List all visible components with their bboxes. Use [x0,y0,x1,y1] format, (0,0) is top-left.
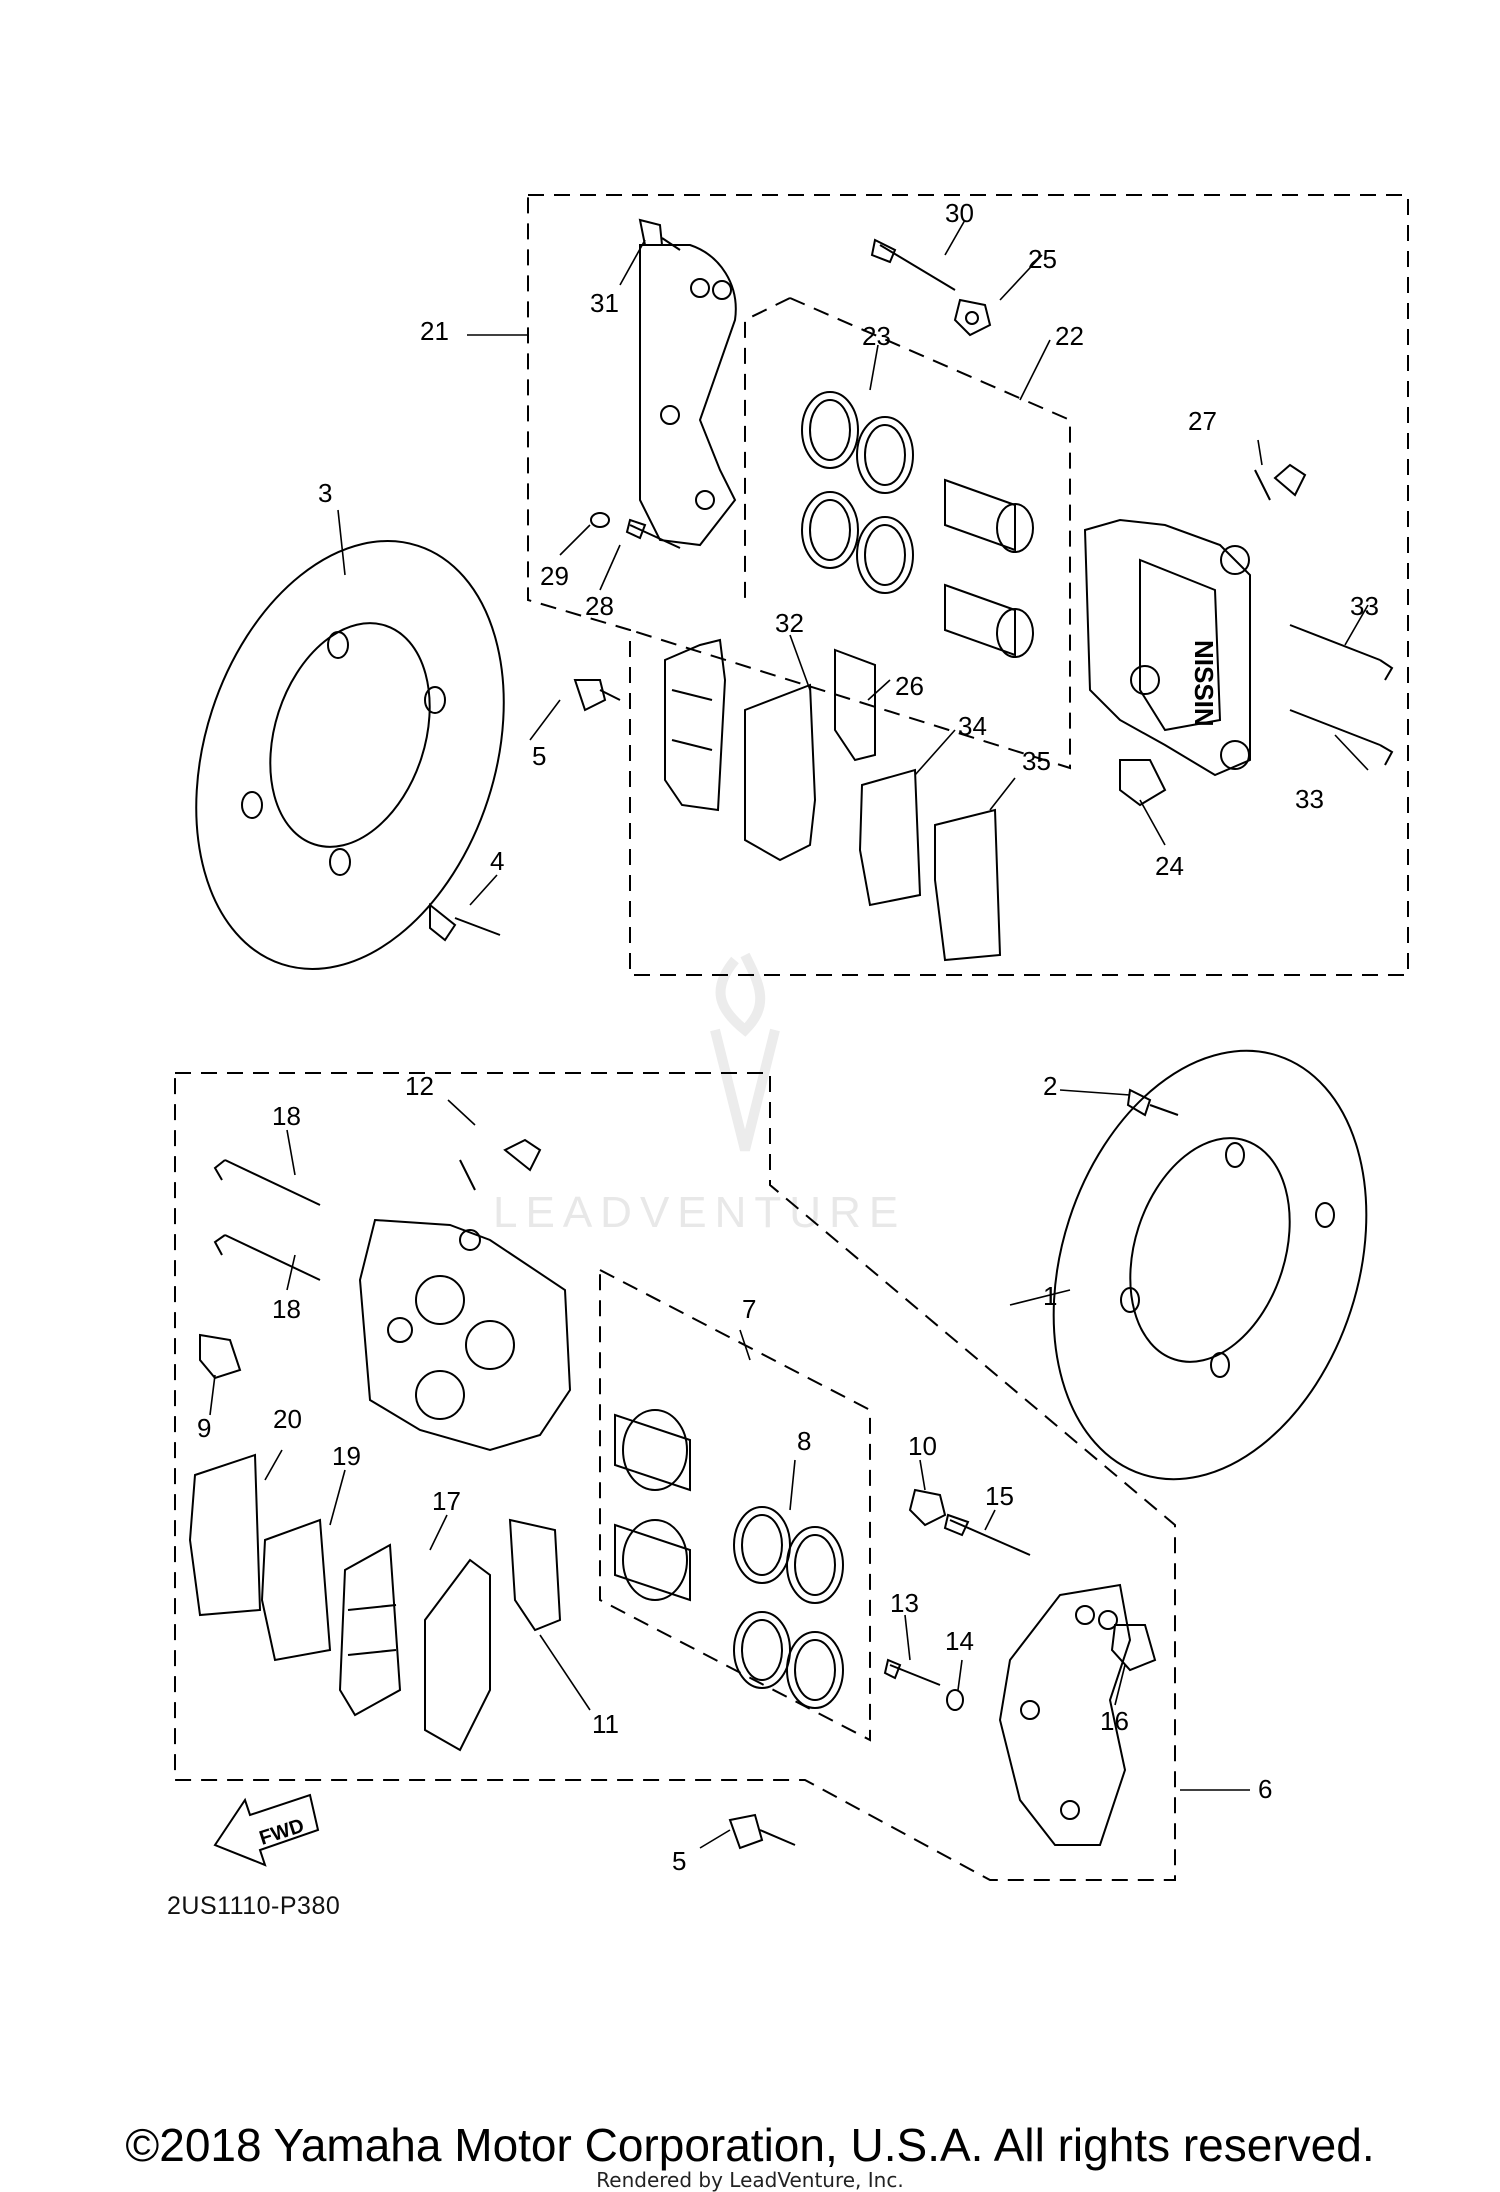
callout-20: 20 [273,1404,302,1434]
callout-6: 6 [1258,1774,1272,1804]
bolt-16 [1110,1624,1157,1672]
callout-17: 17 [432,1486,461,1516]
bolt-24 [1119,759,1167,807]
lower-piston-seals [733,1506,844,1709]
pins-18 [213,1159,321,1281]
disc-bolt-4 [429,902,501,942]
callout-35: 35 [1022,746,1051,776]
callout-1: 1 [1043,1281,1057,1311]
bolt-31 [638,218,681,251]
washer-14 [946,1689,964,1711]
callout-28: 28 [585,591,614,621]
shim-19 [260,1518,332,1662]
callout-18-bottom: 18 [272,1294,301,1324]
upper-piston-seals [801,391,914,594]
callout-7: 7 [742,1294,756,1324]
callout-12: 12 [405,1071,434,1101]
bolt-15 [943,1513,1031,1556]
lower-brake-disc [1052,1049,1368,1481]
callout-labels: 1 2 3 4 5 5 6 7 8 9 10 11 12 13 14 15 16… [197,198,1379,1876]
bolt-5-lower [728,1813,796,1850]
upper-pad-left [664,638,727,812]
fwd-label: FWD [257,1815,307,1850]
callout-5-lower: 5 [672,1846,686,1876]
pins-33 [1289,624,1394,766]
pad-lower-right [424,1558,491,1752]
copyright-notice: ©2018 Yamaha Motor Corporation, U.S.A. A… [125,2119,1375,2171]
watermark-logo [710,952,780,1152]
lower-caliper-bracket [998,1583,1132,1846]
nut-25 [953,298,992,337]
diagram-code: 2US1110-P380 [167,1892,341,1920]
lower-pistons [614,1409,691,1602]
callout-25: 25 [1028,244,1057,274]
pad-17 [338,1543,402,1717]
callout-18-top: 18 [272,1101,301,1131]
upper-brake-disc [195,540,505,970]
callout-8: 8 [797,1426,811,1456]
callout-34: 34 [958,711,987,741]
callout-19: 19 [332,1441,361,1471]
callout-4: 4 [490,846,504,876]
callout-32: 32 [775,608,804,638]
nut-10 [908,1488,947,1527]
bolt-13 [883,1658,941,1686]
callout-22: 22 [1055,321,1084,351]
shim-35 [934,808,1002,962]
bolt-5-upper [573,679,621,712]
bleeder-12 [459,1138,542,1191]
rendered-by-notice: Rendered by LeadVenture, Inc. [596,2168,904,2192]
callout-21: 21 [420,316,449,346]
upper-caliper-body [1083,518,1251,777]
callout-24: 24 [1155,851,1184,881]
disc-bolt-2 [1126,1088,1179,1117]
callout-2: 2 [1043,1071,1057,1101]
callout-13: 13 [890,1588,919,1618]
washer-29 [590,512,610,528]
watermark-text: LEADVENTURE [493,1188,906,1237]
bleeder-27 [1254,463,1307,501]
callout-33-top: 33 [1350,591,1379,621]
pad-spring-26 [834,648,876,762]
callout-27: 27 [1188,406,1217,436]
callout-10: 10 [908,1431,937,1461]
callout-16: 16 [1100,1706,1129,1736]
caliper-brand-logo: NISSIN [1189,640,1219,727]
upper-pistons [944,478,1034,658]
upper-pad-32 [744,683,817,862]
callout-11: 11 [592,1709,619,1739]
callout-26: 26 [895,671,924,701]
callout-31: 31 [590,288,619,318]
bolt-30 [870,238,956,291]
pin-28 [625,518,681,549]
callout-15: 15 [985,1481,1014,1511]
lower-caliper-body [358,1218,572,1452]
callout-14: 14 [945,1626,974,1656]
shim-34 [858,768,922,907]
upper-caliper-bracket [639,244,737,547]
bolt-9 [199,1333,242,1380]
callout-5-upper: 5 [532,741,546,771]
fwd-arrow-icon [213,1793,320,1867]
callout-29: 29 [540,561,569,591]
callout-23: 23 [862,321,891,351]
leader-lines [209,219,1369,1849]
callout-9: 9 [197,1413,211,1443]
shim-20 [188,1453,262,1617]
upper-assembly-outline [527,194,1409,976]
callout-3: 3 [318,478,332,508]
pad-spring-11 [508,1518,562,1632]
callout-30: 30 [945,198,974,228]
lower-assembly-outline [174,1072,1176,1881]
callout-33-bottom: 33 [1295,784,1324,814]
